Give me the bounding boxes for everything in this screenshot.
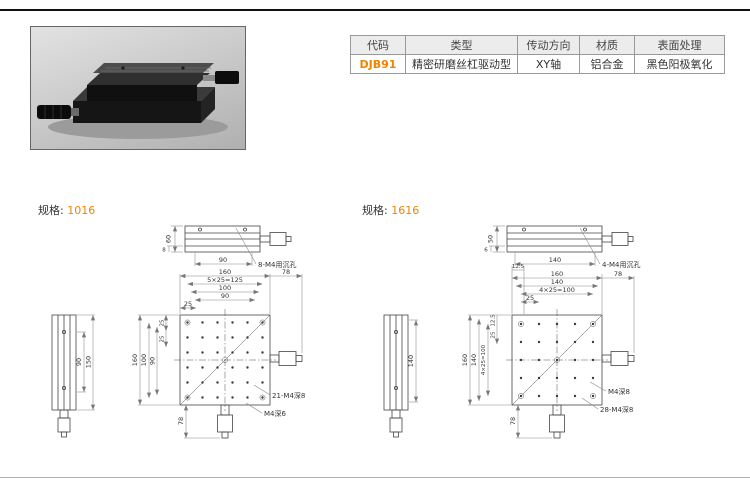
dim-plan-width-4: 25 (526, 294, 534, 302)
dim-plan-knob-right: 78 (614, 270, 622, 278)
dim-plan-height-2: 100 (140, 354, 148, 366)
spec-value: 1016 (67, 204, 96, 217)
dim-plan-height-3: 90 (149, 357, 157, 365)
counterbore-holes (184, 319, 266, 401)
stage-mid-block (87, 73, 210, 101)
dim-plan-knob-bottom: 78 (509, 417, 517, 425)
product-material: 铝合金 (579, 54, 635, 74)
col-header-type: 类型 (405, 35, 518, 55)
spec-value: 1616 (391, 204, 420, 217)
right-micrometer-knob (203, 71, 239, 84)
dim-plan-knob-right: 78 (282, 268, 290, 276)
top-border-rule (0, 9, 750, 11)
product-spec-table: 代码 类型 传动方向 材质 表面处理 DJB91 精密研磨丝杠驱动型 XY轴 铝… (350, 35, 725, 74)
side-view-1016: 90 150 (51, 314, 96, 438)
dim-plan-width-total: 160 (551, 270, 563, 278)
dim-plan-height-3: 4×25=100 (481, 344, 487, 375)
product-photo-image (37, 63, 239, 139)
spec-heading-1016: 规格: 1016 (20, 202, 352, 220)
col-header-surface: 表面处理 (634, 35, 725, 55)
dim-plan-height-2: 140 (470, 354, 478, 366)
spec-heading-1616: 规格: 1616 (352, 202, 684, 220)
dim-top-width: 140 (549, 256, 561, 264)
col-header-direction: 传动方向 (517, 35, 580, 55)
dim-side-inner: 90 (75, 358, 83, 366)
plan-view-1016: 160 5×25=125 100 90 25 78 160 100 (131, 268, 305, 439)
dim-top-height: 50 (487, 235, 495, 243)
dim-plan-offset-top: 12.5 (512, 264, 525, 270)
drawing-1016: 60 8 90 8-M4用沉孔 (51, 225, 305, 439)
dim-plan-offset-left: 12.5 (491, 314, 497, 327)
dim-plan-height-total: 160 (131, 354, 139, 366)
elevation-view-1016: 60 8 90 8-M4用沉孔 (162, 225, 296, 269)
dim-top-width: 90 (219, 256, 227, 264)
col-header-material: 材质 (579, 35, 635, 55)
dim-side-outer: 150 (85, 356, 93, 368)
dim-plan-height-5: 25 (160, 335, 166, 342)
elevation-view-1616: 50 6 140 4-M4用沉孔 (484, 225, 640, 269)
hole-grid (512, 315, 602, 405)
spec-label: 规格: (362, 204, 388, 217)
product-code: DJB91 (350, 54, 406, 74)
dim-plan-width-3: 100 (219, 284, 231, 292)
note-holes-1: 21-M4深8 (272, 391, 305, 400)
product-photo (30, 26, 246, 150)
product-type: 精密研磨丝杠驱动型 (405, 54, 518, 74)
dim-top-base: 6 (484, 248, 488, 254)
counterbore-holes (518, 321, 596, 399)
dim-plan-knob-bottom: 78 (177, 417, 185, 425)
dim-plan-height-4: 25 (491, 331, 497, 338)
dim-side-inner: 140 (407, 355, 415, 367)
bottom-border-rule (0, 477, 750, 478)
dim-plan-height-total: 160 (461, 354, 469, 366)
product-direction: XY轴 (517, 54, 580, 74)
stage-top-plate (93, 63, 214, 73)
note-holes-2: M4深6 (264, 409, 286, 418)
side-view-1616: 140 (383, 314, 419, 438)
spec-section-1616: 规格: 1616 (352, 202, 684, 474)
note-holes-2: 28-M4深8 (600, 405, 633, 414)
note-counterbore: 4-M4用沉孔 (602, 261, 640, 269)
dim-plan-width-3: 4×25=100 (539, 286, 575, 294)
dim-plan-width-2: 5×25=125 (207, 276, 243, 284)
dim-plan-width-4: 90 (221, 292, 229, 300)
dim-top-base: 8 (162, 248, 166, 254)
note-holes-1: M4深8 (608, 387, 630, 396)
spec-label: 规格: (38, 204, 64, 217)
dim-plan-width-5: 25 (184, 300, 192, 308)
spec-section-1016: 规格: 1016 (20, 202, 352, 474)
table-row: DJB91 精密研磨丝杠驱动型 XY轴 铝合金 黑色阳极氧化 (350, 54, 725, 74)
left-micrometer-knob (37, 105, 79, 119)
dim-plan-height-4: 25 (160, 319, 166, 326)
product-surface: 黑色阳极氧化 (634, 54, 725, 74)
dim-top-height: 60 (165, 235, 173, 243)
drawing-1616: 50 6 140 4-M4用沉孔 (383, 225, 640, 439)
table-header-row: 代码 类型 传动方向 材质 表面处理 (350, 35, 725, 55)
dim-plan-width-total: 160 (219, 268, 231, 276)
dim-plan-width-2: 140 (551, 278, 563, 286)
note-counterbore: 8-M4用沉孔 (258, 261, 296, 269)
plan-view-1616: 12.5 160 140 4×25=100 25 78 160 140 (461, 264, 635, 439)
col-header-code: 代码 (350, 35, 406, 55)
hole-grid (180, 315, 270, 405)
